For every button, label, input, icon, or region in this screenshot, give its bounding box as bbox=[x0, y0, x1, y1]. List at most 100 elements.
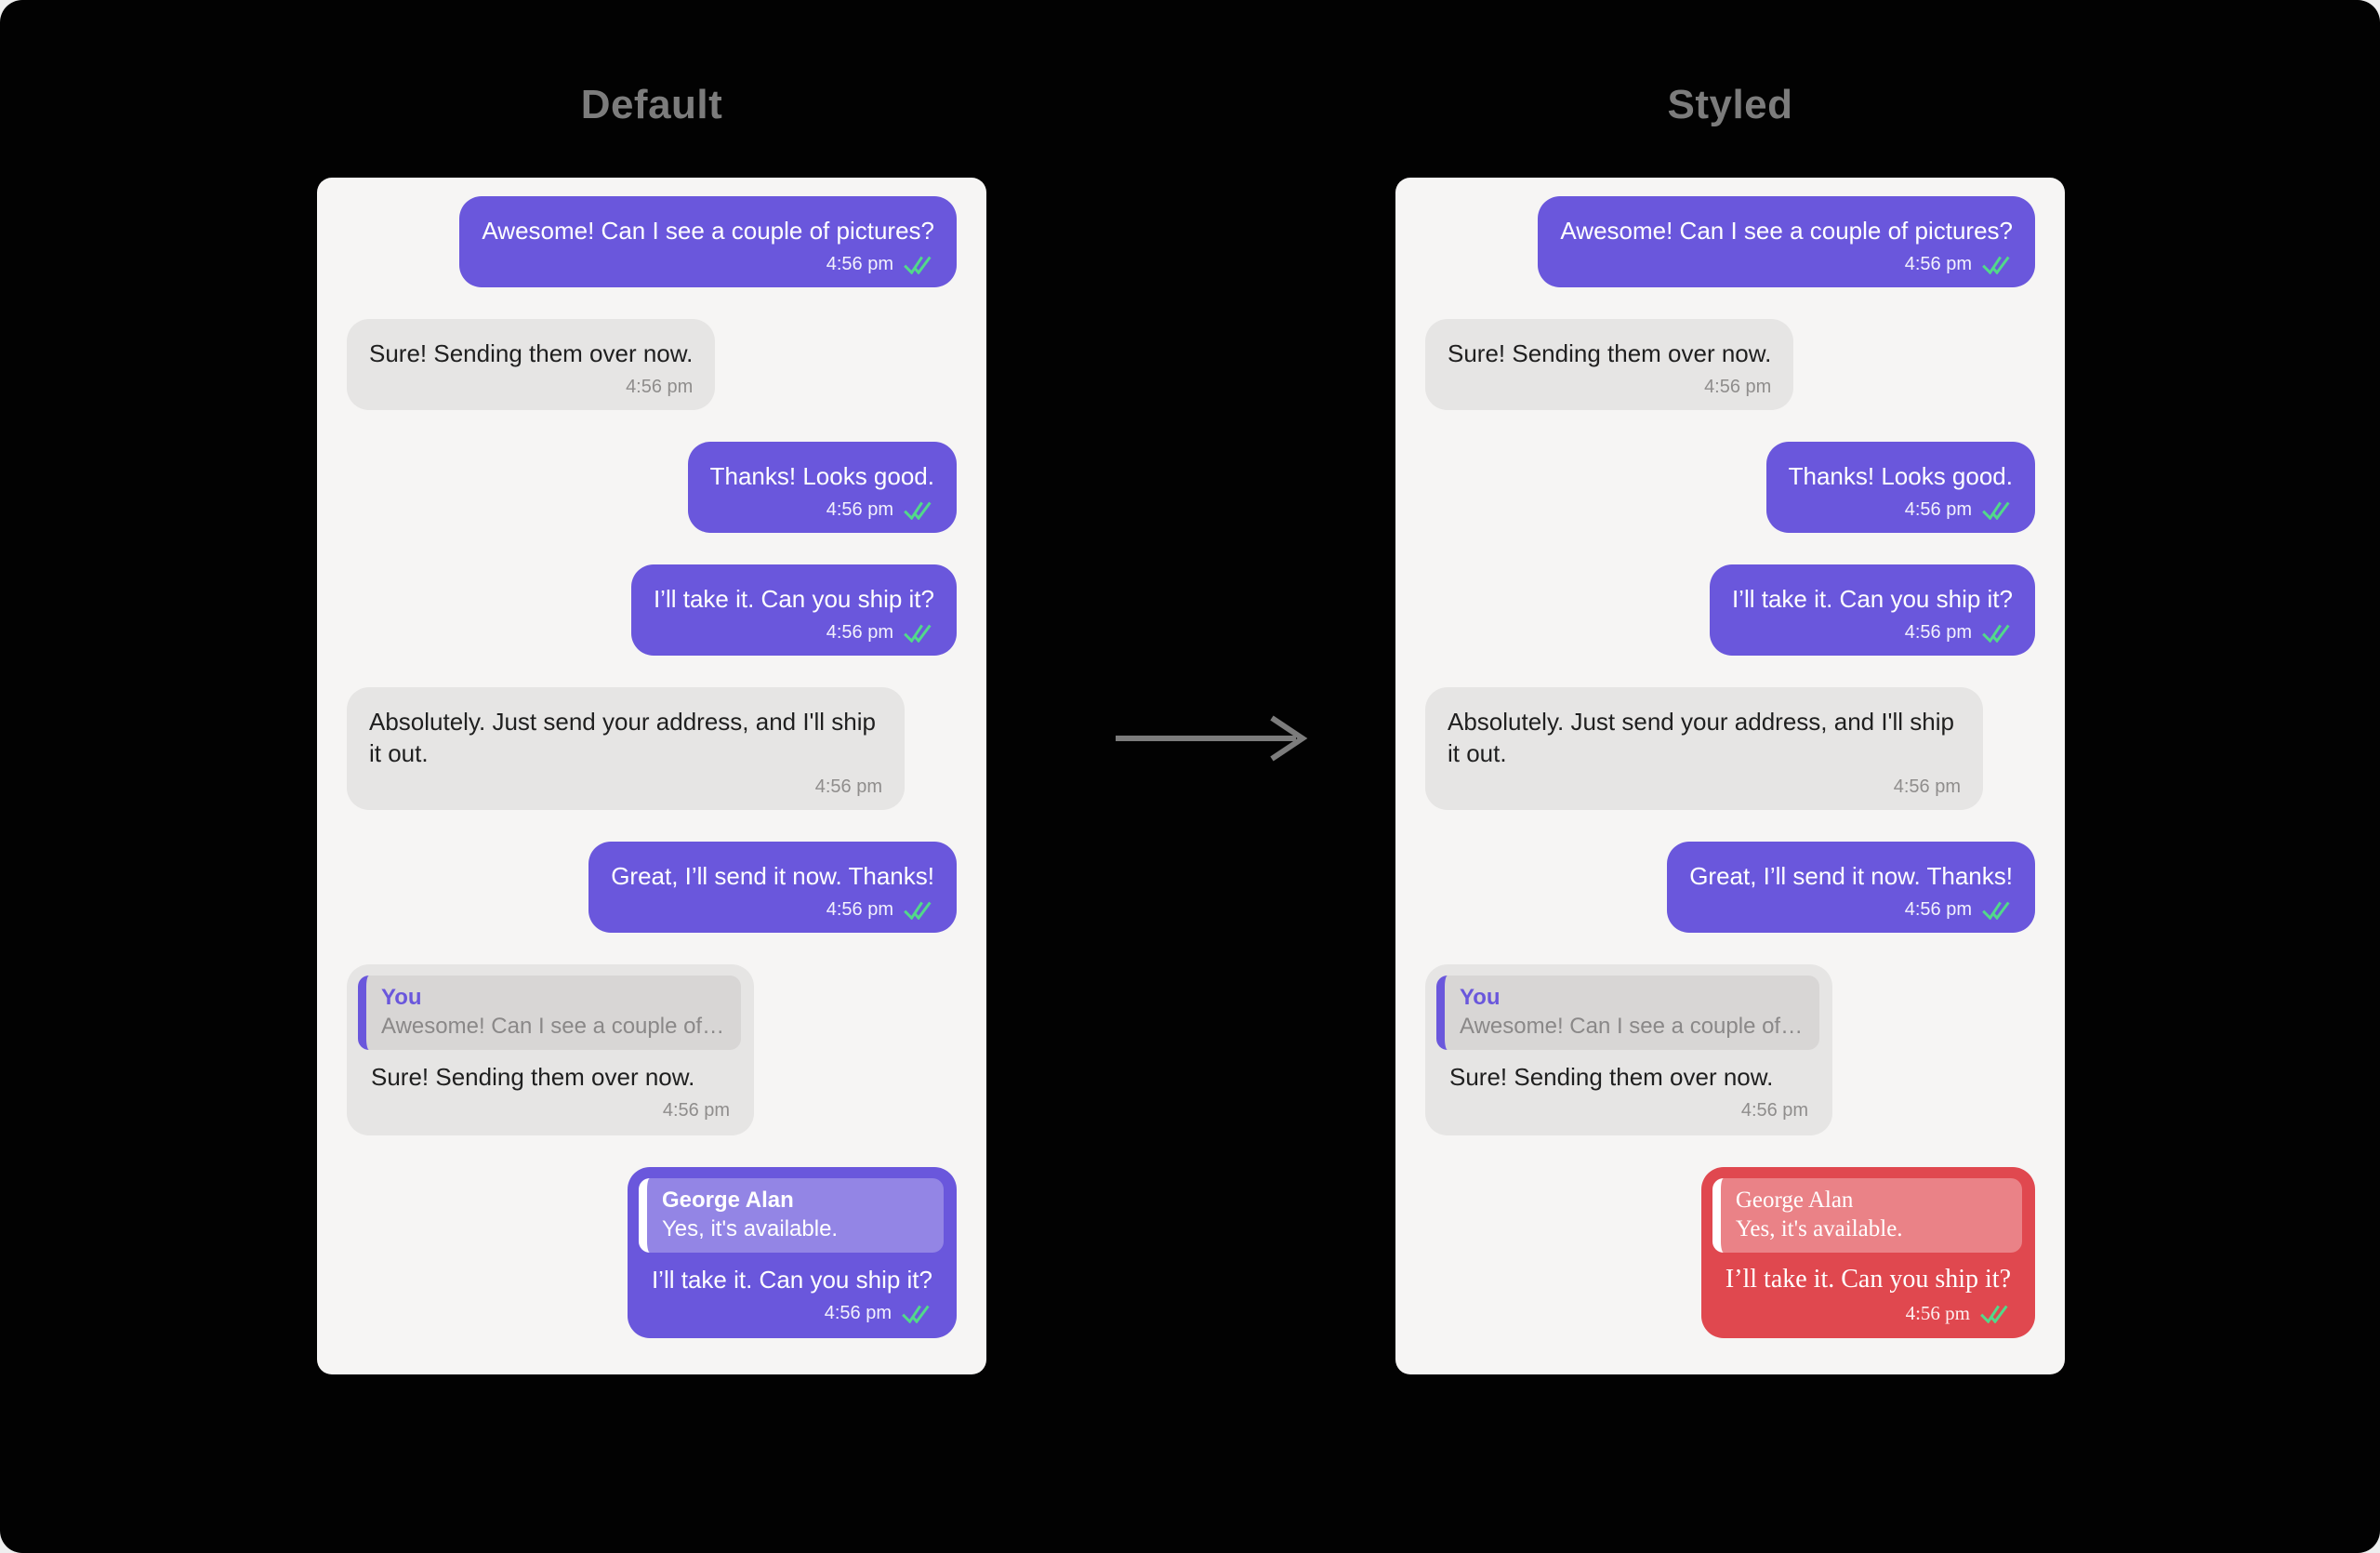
message-meta: 4:56 pm bbox=[1436, 1098, 1808, 1122]
reply-quote-author: You bbox=[381, 985, 422, 1010]
message-meta: 4:56 pm bbox=[1732, 620, 2013, 644]
message-meta: 4:56 pm bbox=[710, 498, 934, 522]
message-meta: 4:56 pm bbox=[369, 375, 693, 399]
reply-quote-author: George Alan bbox=[661, 1188, 794, 1213]
message-text: Great, I’ll send it now. Thanks! bbox=[1689, 862, 2013, 890]
read-receipt-icon bbox=[902, 1305, 930, 1323]
message-text: I’ll take it. Can you ship it? bbox=[1725, 1265, 2011, 1294]
read-receipt-icon bbox=[904, 901, 932, 920]
outgoing-message-bubble[interactable]: Thanks! Looks good. 4:56 pm bbox=[1765, 442, 2035, 533]
message-timestamp: 4:56 pm bbox=[1893, 776, 1961, 797]
outgoing-reply-message-bubble[interactable]: George Alan Yes, it's available. I’ll ta… bbox=[627, 1167, 957, 1338]
message-timestamp: 4:56 pm bbox=[1740, 1100, 1809, 1121]
message-timestamp: 4:56 pm bbox=[1904, 499, 1972, 520]
outgoing-message-bubble[interactable]: Great, I’ll send it now. Thanks! 4:56 pm bbox=[588, 842, 957, 933]
message-text: Sure! Sending them over now. bbox=[1449, 1063, 1774, 1091]
message-row: George Alan Yes, it's available. I’ll ta… bbox=[1425, 1167, 2035, 1338]
message-meta: 4:56 pm bbox=[654, 620, 934, 644]
message-row: Great, I’ll send it now. Thanks! 4:56 pm bbox=[347, 842, 957, 933]
message-timestamp: 4:56 pm bbox=[826, 254, 893, 274]
message-text: Awesome! Can I see a couple of pictures? bbox=[1560, 217, 2013, 245]
reply-quote-author: George Alan bbox=[1735, 1188, 1854, 1213]
message-text: Great, I’ll send it now. Thanks! bbox=[611, 862, 934, 890]
message-timestamp: 4:56 pm bbox=[1904, 254, 1972, 274]
read-receipt-icon bbox=[1982, 624, 2010, 643]
message-meta: 4:56 pm bbox=[369, 775, 882, 799]
message-row: Absolutely. Just send your address, and … bbox=[1425, 687, 2035, 810]
message-timestamp: 4:56 pm bbox=[1704, 377, 1772, 397]
message-meta: 4:56 pm bbox=[358, 1098, 730, 1122]
reply-quote-text: Awesome! Can I see a couple of… bbox=[1460, 1014, 1804, 1039]
default-section-label: Default bbox=[580, 82, 723, 127]
message-meta: 4:56 pm bbox=[611, 897, 934, 922]
message-timestamp: 4:56 pm bbox=[814, 776, 882, 797]
read-receipt-icon bbox=[1982, 501, 2010, 520]
read-receipt-icon bbox=[904, 256, 932, 274]
message-row: Awesome! Can I see a couple of pictures?… bbox=[347, 196, 957, 287]
chat-panel-styled: Awesome! Can I see a couple of pictures?… bbox=[1395, 178, 2065, 1374]
message-meta: 4:56 pm bbox=[1789, 498, 2013, 522]
message-text: Absolutely. Just send your address, and … bbox=[1448, 708, 1954, 767]
reply-quote-text: Yes, it's available. bbox=[661, 1216, 839, 1241]
message-row: Thanks! Looks good. 4:56 pm bbox=[1425, 442, 2035, 533]
read-receipt-icon bbox=[904, 501, 932, 520]
incoming-message-bubble[interactable]: Sure! Sending them over now. 4:56 pm bbox=[1425, 319, 1794, 410]
incoming-message-bubble[interactable]: Absolutely. Just send your address, and … bbox=[347, 687, 905, 810]
message-timestamp: 4:56 pm bbox=[826, 899, 893, 920]
message-meta: 4:56 pm bbox=[639, 1301, 932, 1325]
outgoing-message-bubble[interactable]: I’ll take it. Can you ship it? 4:56 pm bbox=[630, 564, 957, 656]
message-meta: 4:56 pm bbox=[1448, 375, 1771, 399]
message-text: Sure! Sending them over now. bbox=[371, 1063, 695, 1091]
message-text: Thanks! Looks good. bbox=[1788, 462, 2013, 490]
message-text: Thanks! Looks good. bbox=[709, 462, 934, 490]
reply-quote-text: Awesome! Can I see a couple of… bbox=[381, 1014, 725, 1039]
message-row: Absolutely. Just send your address, and … bbox=[347, 687, 957, 810]
message-timestamp: 4:56 pm bbox=[826, 499, 893, 520]
styled-outgoing-reply-message-bubble[interactable]: George Alan Yes, it's available. I’ll ta… bbox=[1700, 1167, 2035, 1338]
message-row: You Awesome! Can I see a couple of… Sure… bbox=[1425, 964, 2035, 1135]
message-timestamp: 4:56 pm bbox=[1904, 622, 1972, 643]
outgoing-message-bubble[interactable]: Awesome! Can I see a couple of pictures?… bbox=[1538, 196, 2035, 287]
message-timestamp: 4:56 pm bbox=[626, 377, 694, 397]
reply-quote-text: Yes, it's available. bbox=[1735, 1216, 1903, 1241]
message-meta: 4:56 pm bbox=[1560, 252, 2013, 276]
reply-quote-author: You bbox=[1460, 985, 1501, 1010]
message-text: I’ll take it. Can you ship it? bbox=[651, 1266, 932, 1294]
read-receipt-icon bbox=[1980, 1305, 2008, 1323]
incoming-message-bubble[interactable]: Sure! Sending them over now. 4:56 pm bbox=[347, 319, 716, 410]
outgoing-message-bubble[interactable]: Great, I’ll send it now. Thanks! 4:56 pm bbox=[1667, 842, 2035, 933]
incoming-message-bubble[interactable]: Absolutely. Just send your address, and … bbox=[1425, 687, 1983, 810]
chat-panel-default: Awesome! Can I see a couple of pictures?… bbox=[317, 178, 986, 1374]
read-receipt-icon bbox=[1982, 901, 2010, 920]
message-text: Sure! Sending them over now. bbox=[369, 339, 694, 367]
message-meta: 4:56 pm bbox=[1448, 775, 1961, 799]
message-timestamp: 4:56 pm bbox=[662, 1100, 731, 1121]
message-row: Great, I’ll send it now. Thanks! 4:56 pm bbox=[1425, 842, 2035, 933]
message-text: Awesome! Can I see a couple of pictures? bbox=[482, 217, 934, 245]
message-row: Awesome! Can I see a couple of pictures?… bbox=[1425, 196, 2035, 287]
message-meta: 4:56 pm bbox=[1712, 1301, 2011, 1325]
message-text: I’ll take it. Can you ship it? bbox=[1731, 585, 2013, 613]
message-text: Sure! Sending them over now. bbox=[1448, 339, 1772, 367]
message-row: Sure! Sending them over now. 4:56 pm bbox=[347, 319, 957, 410]
outgoing-message-bubble[interactable]: I’ll take it. Can you ship it? 4:56 pm bbox=[1709, 564, 2035, 656]
reply-quote[interactable]: George Alan Yes, it's available. bbox=[638, 1178, 944, 1253]
message-timestamp: 4:56 pm bbox=[1904, 899, 1972, 920]
read-receipt-icon bbox=[1982, 256, 2010, 274]
message-meta: 4:56 pm bbox=[1689, 897, 2013, 922]
reply-quote[interactable]: You Awesome! Can I see a couple of… bbox=[358, 976, 742, 1050]
message-row: I’ll take it. Can you ship it? 4:56 pm bbox=[1425, 564, 2035, 656]
outgoing-message-bubble[interactable]: Thanks! Looks good. 4:56 pm bbox=[687, 442, 957, 533]
message-row: You Awesome! Can I see a couple of… Sure… bbox=[347, 964, 957, 1135]
reply-quote[interactable]: You Awesome! Can I see a couple of… bbox=[1436, 976, 1820, 1050]
styled-section-label: Styled bbox=[1667, 82, 1793, 127]
transform-arrow-icon bbox=[1116, 715, 1308, 762]
outgoing-message-bubble[interactable]: Awesome! Can I see a couple of pictures?… bbox=[459, 196, 957, 287]
read-receipt-icon bbox=[904, 624, 932, 643]
message-row: Thanks! Looks good. 4:56 pm bbox=[347, 442, 957, 533]
message-timestamp: 4:56 pm bbox=[826, 622, 893, 643]
incoming-reply-message-bubble[interactable]: You Awesome! Can I see a couple of… Sure… bbox=[1425, 964, 1833, 1135]
reply-quote[interactable]: George Alan Yes, it's available. bbox=[1712, 1178, 2022, 1253]
incoming-reply-message-bubble[interactable]: You Awesome! Can I see a couple of… Sure… bbox=[347, 964, 755, 1135]
